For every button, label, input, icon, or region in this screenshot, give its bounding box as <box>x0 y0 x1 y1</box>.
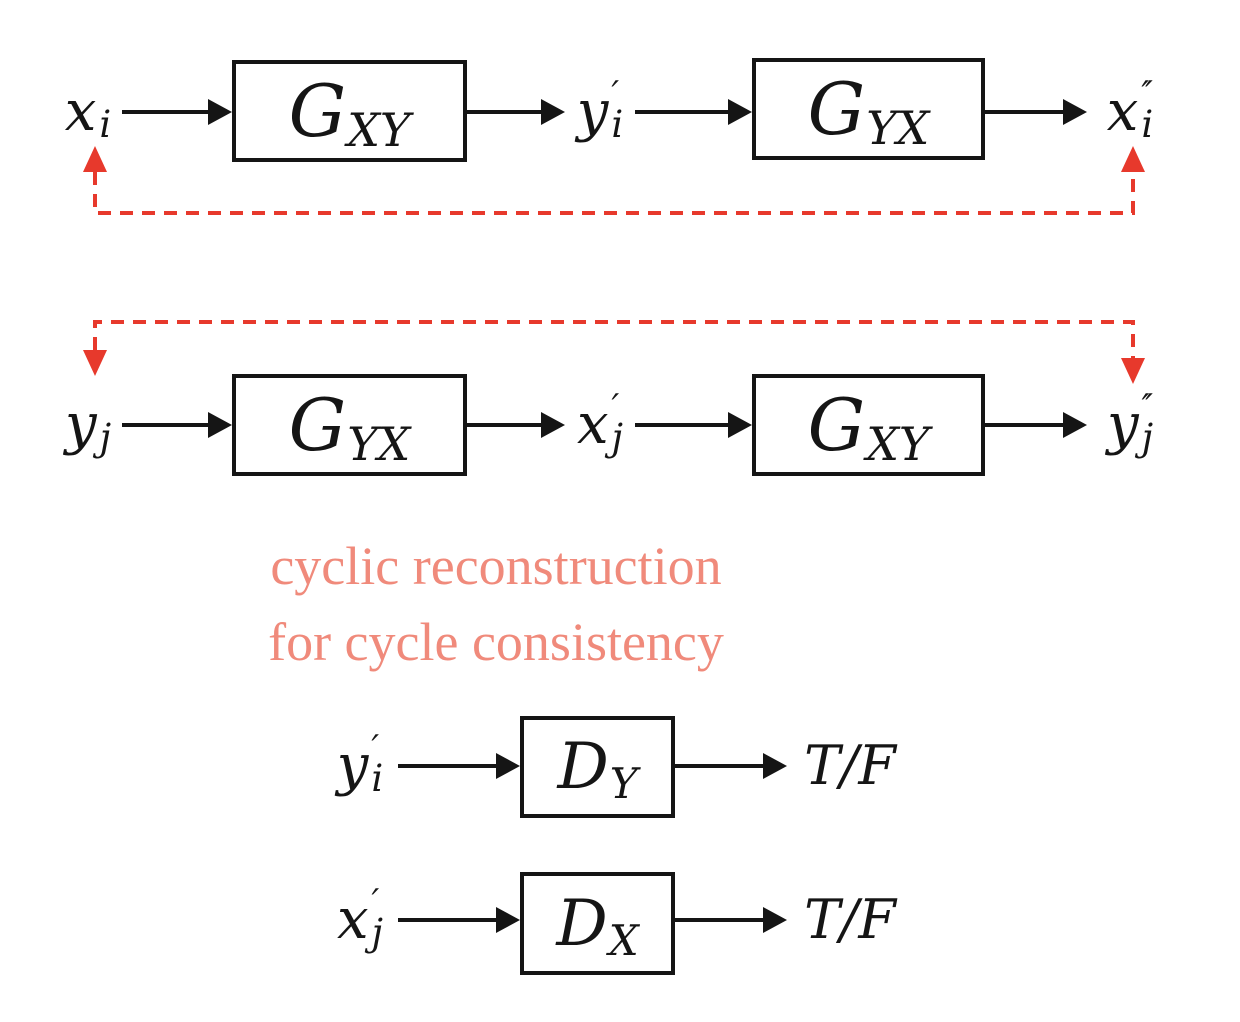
cycle-y-feedback-arrowhead-left <box>83 350 107 376</box>
arrow-dy-to-tf <box>675 764 763 768</box>
arrow-yj-to-gyx <box>122 423 208 427</box>
arrow-xj-prime-to-gxy <box>635 423 728 427</box>
arrow-gyx-to-xi-doubleprime <box>985 110 1063 114</box>
label-true-false-x: T/F <box>804 888 896 951</box>
caption-cycle-consistency: cyclic reconstruction for cycle consiste… <box>268 528 724 680</box>
cycle-y-feedback-arrowhead-right <box>1121 358 1145 384</box>
cycle-x-feedback-arrowhead-right <box>1121 146 1145 172</box>
arrow-xj-prime-to-dx <box>398 918 496 922</box>
arrow-yi-prime-to-gyx <box>635 110 728 114</box>
label-y-i-prime: y′i <box>576 74 624 146</box>
label-x-j-prime-disc: x′j <box>336 882 384 954</box>
caption-line-2: for cycle consistency <box>268 612 724 672</box>
arrow-yi-prime-to-dy <box>398 764 496 768</box>
label-x-i-doubleprime: x′′i <box>1106 74 1154 146</box>
label-y-j-doubleprime: y′′j <box>1106 387 1154 459</box>
cycle-x-feedback-arrowhead-left <box>83 146 107 172</box>
arrow-gyx-to-xj-prime <box>467 423 541 427</box>
arrow-dx-to-tf <box>675 918 763 922</box>
arrow-gxy-to-yj-doubleprime <box>985 423 1063 427</box>
label-y-i-prime-disc: y′i <box>336 728 384 800</box>
arrow-xi-to-gxy <box>122 110 208 114</box>
label-x-j-prime: x′j <box>576 387 624 459</box>
caption-line-1: cyclic reconstruction <box>270 536 722 596</box>
cycle-y-feedback-dashed-line <box>93 320 1135 358</box>
arrow-gxy-to-yi-prime <box>467 110 541 114</box>
label-true-false-y: T/F <box>804 734 896 797</box>
cycle-x-feedback-dashed-line <box>93 172 1135 215</box>
